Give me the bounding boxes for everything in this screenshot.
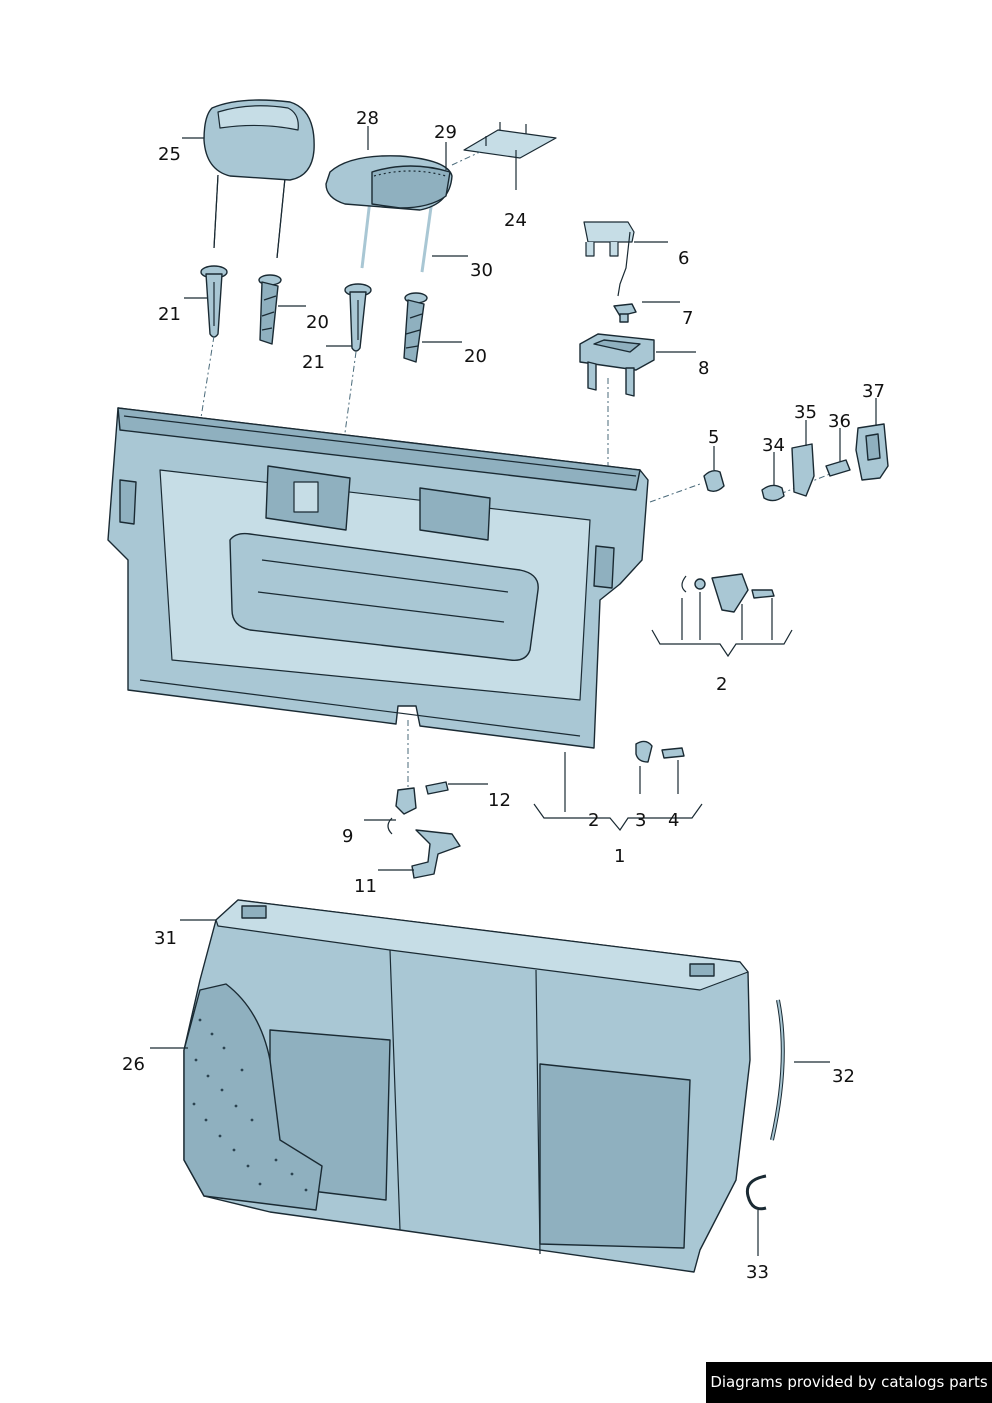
part-labels: 25 28 29 24 6 7 8 30 21 20 21 20 5 34 35… — [122, 108, 885, 1283]
label-2-upper: 2 — [716, 674, 727, 695]
label-12: 12 — [488, 790, 511, 811]
label-2-lower: 2 — [588, 810, 599, 831]
label-1: 1 — [614, 846, 625, 867]
label-34: 34 — [762, 435, 785, 456]
backrest-frame-1 — [107, 407, 649, 812]
label-8: 8 — [698, 358, 709, 379]
wire-and-clip — [745, 999, 785, 1211]
side-fasteners — [703, 423, 889, 502]
lock-components-lower — [533, 740, 703, 832]
label-20b: 20 — [464, 346, 487, 367]
label-9: 9 — [342, 826, 353, 847]
lock-mechanism — [579, 221, 655, 397]
headrest-28 — [325, 155, 453, 273]
label-21b: 21 — [302, 352, 325, 373]
hinge-parts — [387, 781, 461, 879]
seat-cushion-31 — [183, 899, 751, 1273]
label-29: 29 — [434, 122, 457, 143]
leader-lines — [150, 126, 877, 1256]
label-4: 4 — [668, 810, 679, 831]
connector-lines — [199, 335, 831, 790]
label-26: 26 — [122, 1054, 145, 1075]
credit-banner: Diagrams provided by catalogs parts — [706, 1362, 992, 1403]
label-37: 37 — [862, 381, 885, 402]
label-28: 28 — [356, 108, 379, 129]
label-30: 30 — [470, 260, 493, 281]
label-25: 25 — [158, 144, 181, 165]
label-35: 35 — [794, 402, 817, 423]
label-20a: 20 — [306, 312, 329, 333]
label-7: 7 — [682, 308, 693, 329]
label-24: 24 — [504, 210, 527, 231]
headrest-25 — [203, 99, 315, 259]
label-11: 11 — [354, 876, 377, 897]
label-36: 36 — [828, 411, 851, 432]
headrest-guides — [200, 265, 428, 363]
label-31: 31 — [154, 928, 177, 949]
label-32: 32 — [832, 1066, 855, 1087]
headrest-cover-24 — [451, 122, 557, 166]
label-5: 5 — [708, 427, 719, 448]
lock-components-upper — [651, 573, 793, 658]
label-6: 6 — [678, 248, 689, 269]
label-21a: 21 — [158, 304, 181, 325]
label-3: 3 — [635, 810, 646, 831]
label-33: 33 — [746, 1262, 769, 1283]
